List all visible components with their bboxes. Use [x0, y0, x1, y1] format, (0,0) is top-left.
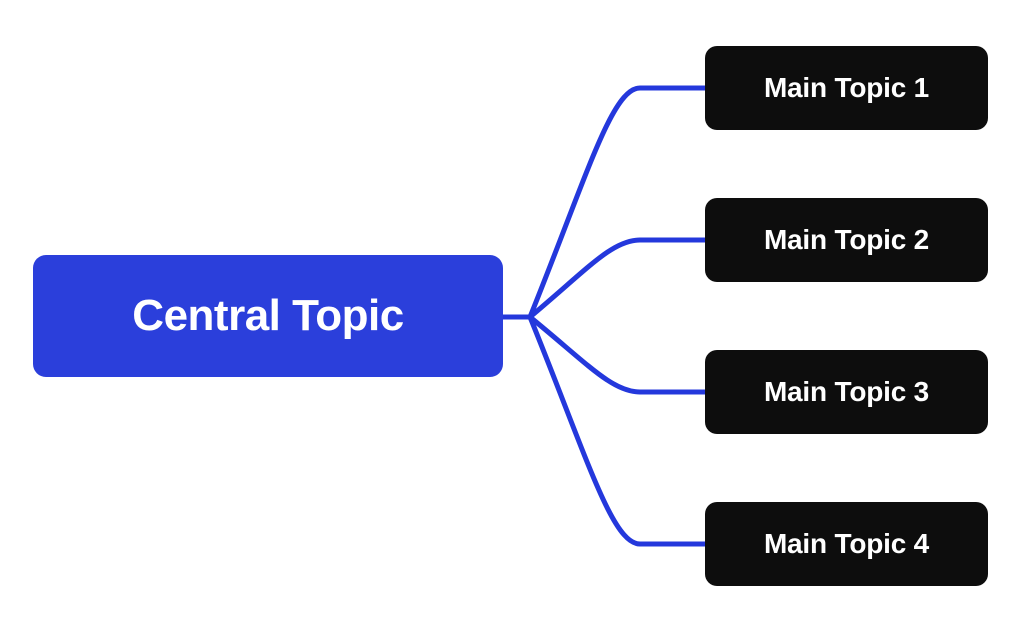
main-topic-1-node[interactable]: Main Topic 1 [705, 46, 988, 130]
main-topic-2-label: Main Topic 2 [763, 224, 930, 255]
main-topic-4-label: Main Topic 4 [763, 528, 930, 559]
main-topic-3-label: Main Topic 3 [763, 376, 930, 407]
connector-to-main-topic-3 [527, 314, 708, 395]
central-topic-node[interactable]: Central Topic [33, 255, 503, 377]
main-topic-1-label: Main Topic 1 [763, 72, 930, 103]
central-topic-label: Central Topic [132, 291, 404, 340]
main-topic-4-node[interactable]: Main Topic 4 [705, 502, 988, 586]
connector-to-main-topic-2 [527, 237, 708, 320]
connector-to-main-topic-4 [527, 314, 708, 547]
main-topic-3-node[interactable]: Main Topic 3 [705, 350, 988, 434]
connector-to-main-topic-1 [527, 85, 708, 320]
main-topic-2-node[interactable]: Main Topic 2 [705, 198, 988, 282]
